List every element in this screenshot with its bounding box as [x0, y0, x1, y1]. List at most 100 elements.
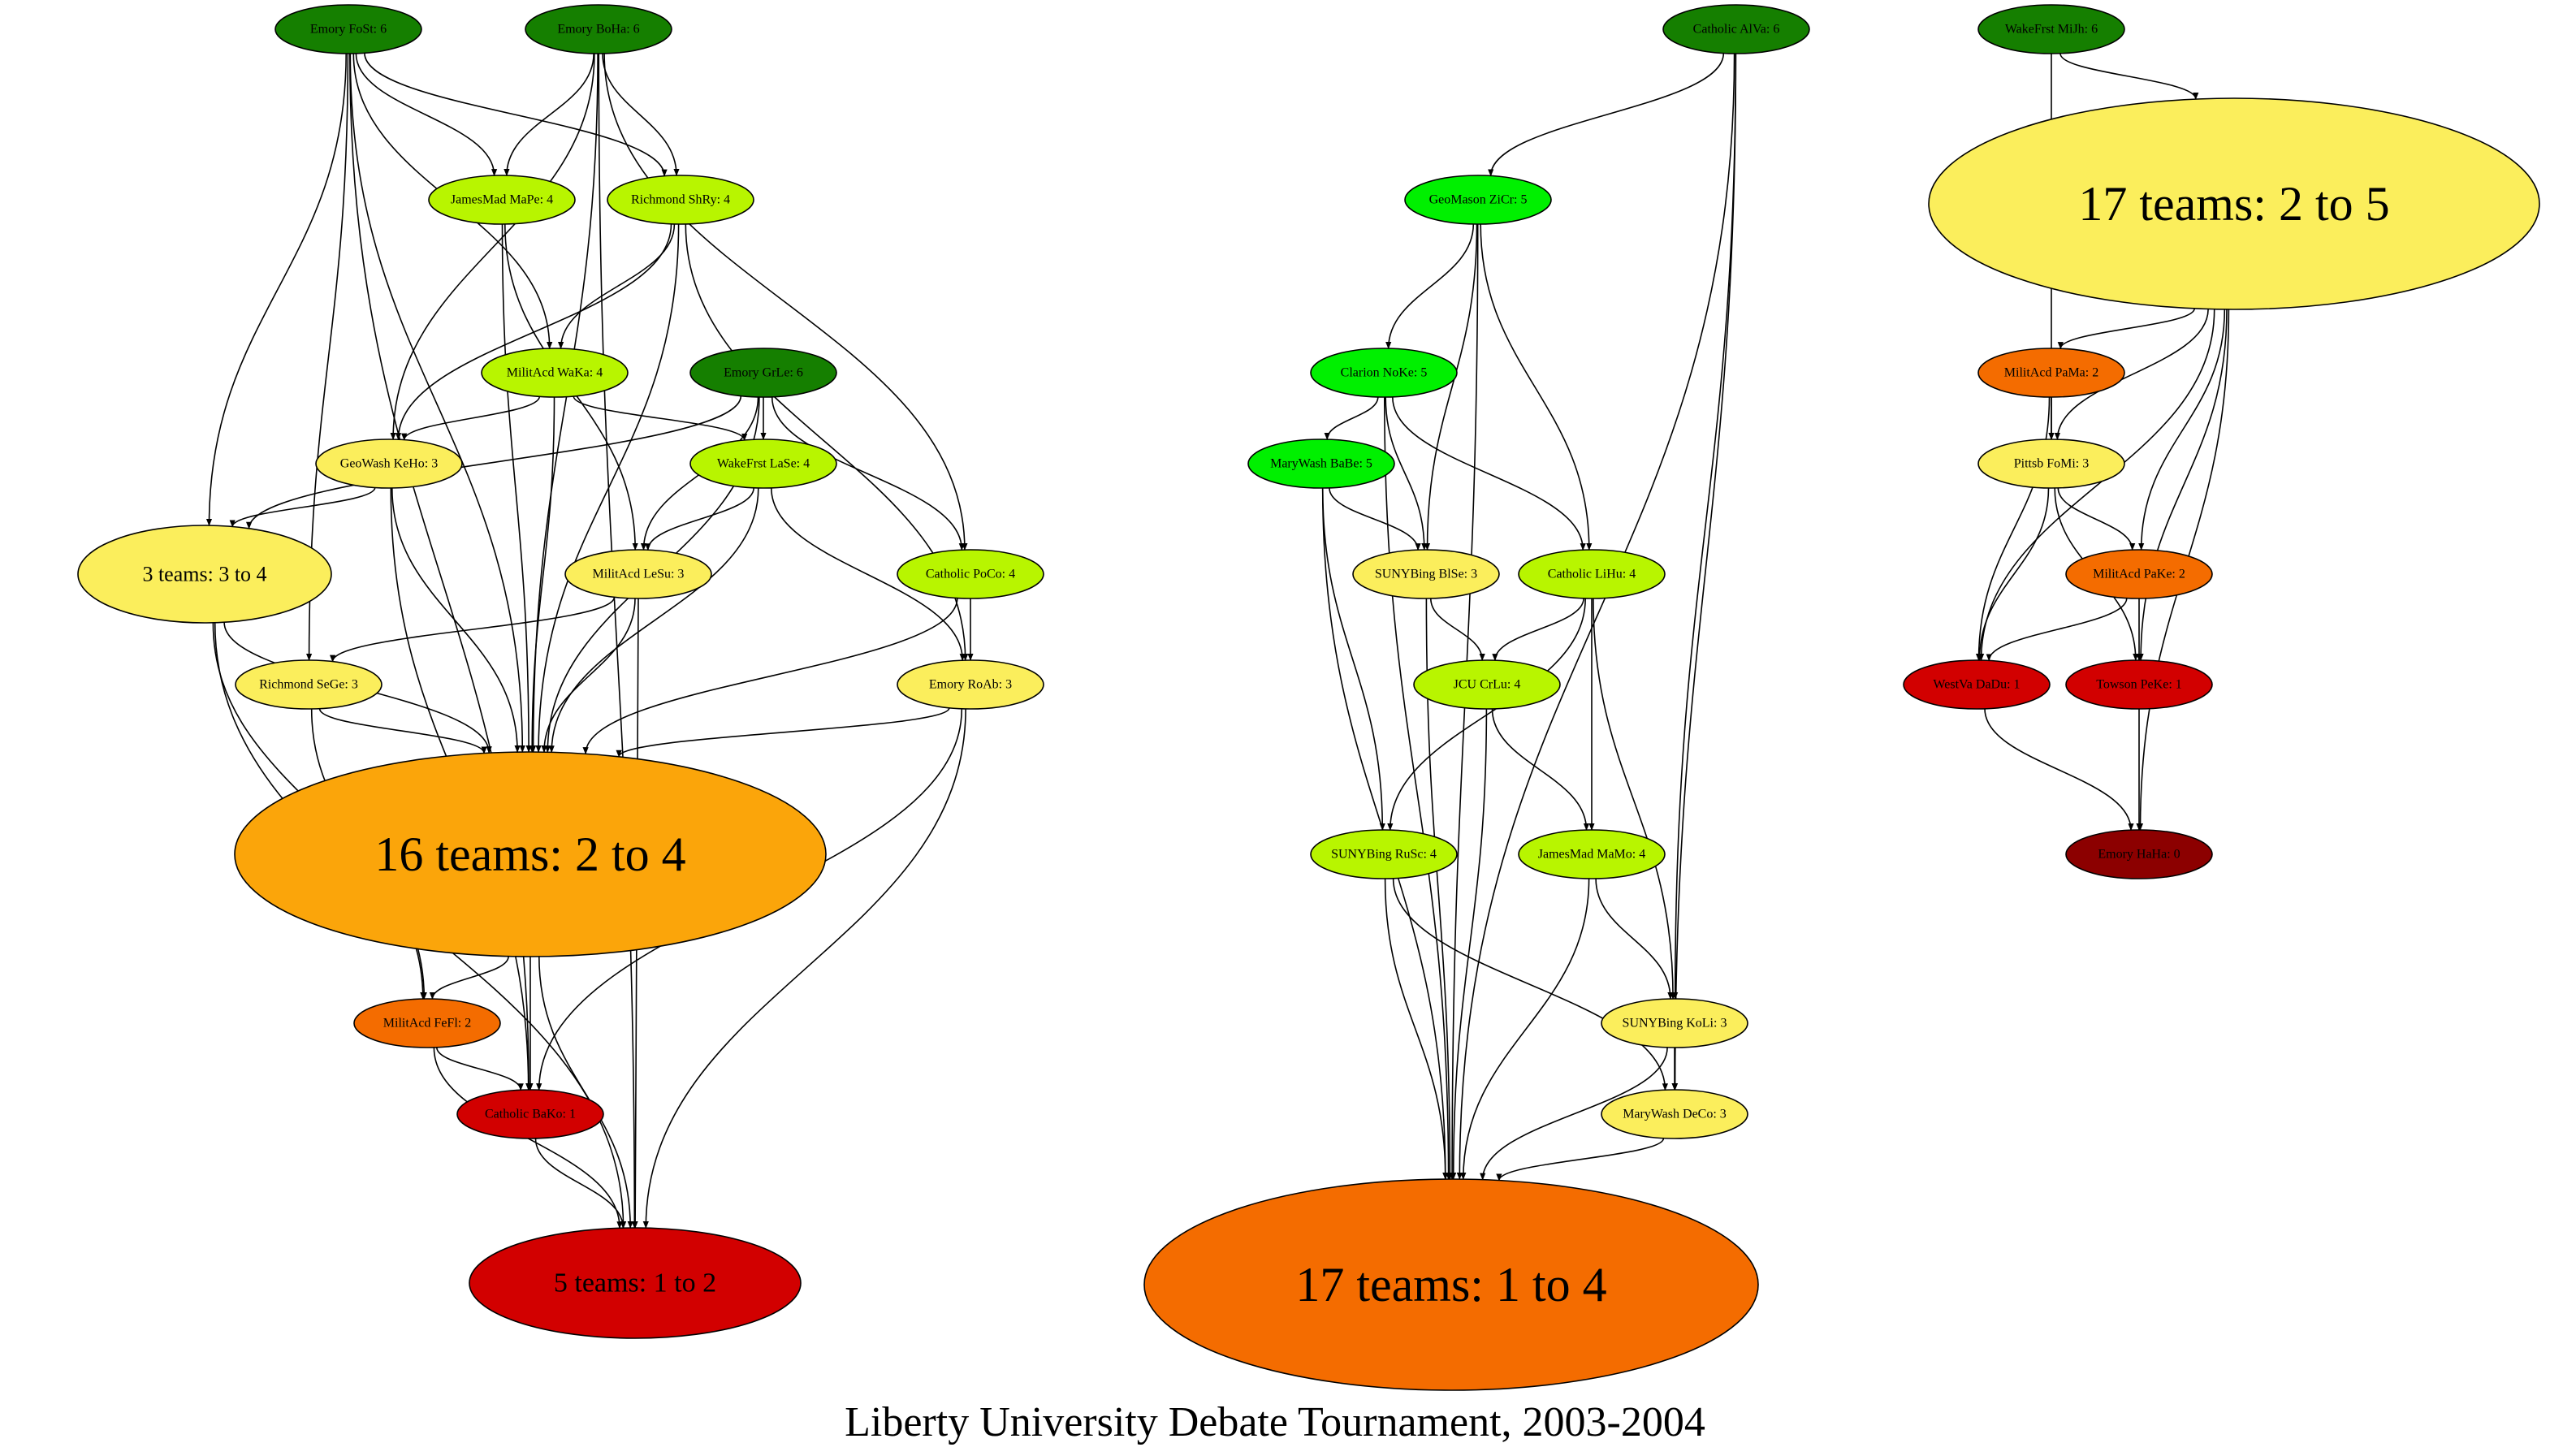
- node-label: Richmond SeGe: 3: [259, 678, 358, 692]
- node-blse: SUNYBing BlSe: 3: [1352, 549, 1500, 599]
- node-ellipse: [469, 1227, 802, 1339]
- edge-babe-to-blse: [1329, 487, 1421, 551]
- node-ellipse: [1928, 97, 2540, 310]
- edge-pama-to-dadu: [1975, 396, 2051, 661]
- edge-grle-to-g3: [246, 395, 742, 529]
- edge-dadu-to-haha: [1984, 708, 2134, 832]
- edge-g17b-to-pake: [2138, 309, 2226, 551]
- node-ellipse: [689, 439, 837, 489]
- node-poco: Catholic PoCo: 4: [897, 549, 1044, 599]
- edge-lesu-to-sege: [330, 597, 616, 663]
- edge-boha-to-mape: [504, 53, 594, 176]
- edge-g17b-to-peke: [2137, 309, 2228, 661]
- node-zicr: GeoMason ZiCr: 5: [1404, 175, 1552, 225]
- edge-g17b-to-fomi: [2054, 309, 2209, 440]
- node-fost: Emory FoSt: 6: [274, 4, 422, 54]
- node-ellipse: [315, 439, 463, 489]
- edge-keho-to-g3: [229, 487, 376, 528]
- edge-boha-to-g5: [598, 53, 638, 1229]
- edge-lihu-to-rusc: [1387, 598, 1586, 831]
- node-label: WakeFrst MiJh: 6: [2005, 23, 2098, 37]
- node-label: GeoMason ZiCr: 5: [1429, 193, 1528, 207]
- node-label: 17 teams: 2 to 5: [2078, 177, 2389, 231]
- node-g16: 16 teams: 2 to 4: [234, 751, 827, 957]
- node-label: 5 teams: 1 to 2: [554, 1268, 716, 1298]
- edge-zicr-to-lihu: [1480, 223, 1593, 551]
- node-ellipse: [897, 549, 1044, 599]
- node-ellipse: [274, 4, 422, 54]
- node-label: GeoWash KeHo: 3: [340, 457, 438, 471]
- edge-shry-to-g16: [535, 223, 680, 753]
- edge-grle-to-poco: [771, 396, 965, 551]
- node-label: 16 teams: 2 to 4: [374, 827, 685, 881]
- edge-noke-to-babe: [1324, 396, 1379, 440]
- edge-fefl-to-bako: [436, 1047, 524, 1091]
- node-label: Emory RoAb: 3: [929, 678, 1012, 692]
- node-ellipse: [2065, 829, 2213, 879]
- edge-babe-to-rusc: [1321, 487, 1385, 831]
- node-label: Towson PeKe: 1: [2096, 678, 2182, 692]
- node-ellipse: [1977, 4, 2125, 54]
- node-label: Catholic LiHu: 4: [1548, 568, 1636, 581]
- node-ellipse: [1310, 348, 1458, 398]
- node-label: WakeFrst LaSe: 4: [717, 457, 810, 471]
- edge-lesu-to-g16: [541, 598, 636, 753]
- node-mamo: JamesMad MaMo: 4: [1518, 829, 1666, 879]
- node-label: MilitAcd FeFl: 2: [383, 1017, 471, 1030]
- node-mape: JamesMad MaPe: 4: [428, 175, 576, 225]
- edge-boha-to-poco: [603, 53, 968, 551]
- node-mijh: WakeFrst MiJh: 6: [1977, 4, 2125, 54]
- node-label: SUNYBing RuSc: 4: [1331, 848, 1437, 862]
- node-label: SUNYBing BlSe: 3: [1375, 568, 1477, 581]
- node-g17a: 17 teams: 1 to 4: [1143, 1178, 1759, 1391]
- edge-roab-to-g16: [616, 707, 950, 758]
- edge-noke-to-blse: [1385, 396, 1428, 551]
- node-sege: Richmond SeGe: 3: [235, 659, 382, 710]
- edge-zicr-to-blse: [1424, 223, 1478, 551]
- node-ellipse: [689, 348, 837, 398]
- edge-rusc-to-g17a: [1384, 878, 1449, 1180]
- node-ellipse: [1518, 829, 1666, 879]
- node-ellipse: [2065, 549, 2213, 599]
- edge-fomi-to-dadu: [1976, 487, 2050, 661]
- node-ellipse: [235, 659, 382, 710]
- edge-crlu-to-g17a: [1450, 708, 1488, 1180]
- node-deco: MaryWash DeCo: 3: [1601, 1089, 1748, 1139]
- node-label: Emory BoHa: 6: [557, 23, 639, 37]
- node-label: WestVa DaDu: 1: [1933, 678, 2020, 692]
- node-ellipse: [1518, 549, 1666, 599]
- node-label: JCU CrLu: 4: [1454, 678, 1521, 692]
- edge-alva-to-koli: [1672, 53, 1737, 1000]
- node-ellipse: [897, 659, 1044, 710]
- node-waka: MilitAcd WaKa: 4: [481, 348, 629, 398]
- edge-fost-to-g16: [349, 53, 525, 753]
- edge-poco-to-g16: [582, 598, 958, 755]
- node-koli: SUNYBing KoLi: 3: [1601, 998, 1748, 1048]
- node-ellipse: [1977, 439, 2125, 489]
- node-g17b: 17 teams: 2 to 5: [1928, 97, 2540, 310]
- node-rusc: SUNYBing RuSc: 4: [1310, 829, 1458, 879]
- node-ellipse: [481, 348, 629, 398]
- edge-waka-to-keho: [401, 396, 541, 441]
- edge-crlu-to-mamo: [1491, 708, 1590, 831]
- edge-fost-to-mape: [355, 53, 498, 177]
- node-ellipse: [564, 549, 712, 599]
- edge-fost-to-g3: [205, 53, 347, 526]
- node-alva: Catholic AlVa: 6: [1662, 4, 1810, 54]
- node-lase: WakeFrst LaSe: 4: [689, 439, 837, 489]
- edge-lase-to-roab: [771, 487, 966, 662]
- edges-layer: [205, 53, 2230, 1229]
- node-ellipse: [234, 751, 827, 957]
- edge-lihu-to-crlu: [1492, 598, 1584, 662]
- node-label: Catholic BaKo: 1: [485, 1108, 576, 1121]
- edge-alva-to-zicr: [1488, 53, 1725, 177]
- edge-mamo-to-koli: [1595, 878, 1674, 1000]
- edge-lase-to-lesu: [645, 487, 754, 551]
- node-ellipse: [607, 175, 754, 225]
- node-shry: Richmond ShRy: 4: [607, 175, 754, 225]
- edge-waka-to-lase: [573, 395, 748, 441]
- node-g3: 3 teams: 3 to 4: [77, 525, 332, 624]
- nodes-layer: Emory FoSt: 6 Emory BoHa: 6 JamesMad MaPe:…: [77, 4, 2540, 1391]
- edge-fomi-to-pake: [2057, 487, 2136, 551]
- edge-lase-to-g16: [548, 487, 759, 754]
